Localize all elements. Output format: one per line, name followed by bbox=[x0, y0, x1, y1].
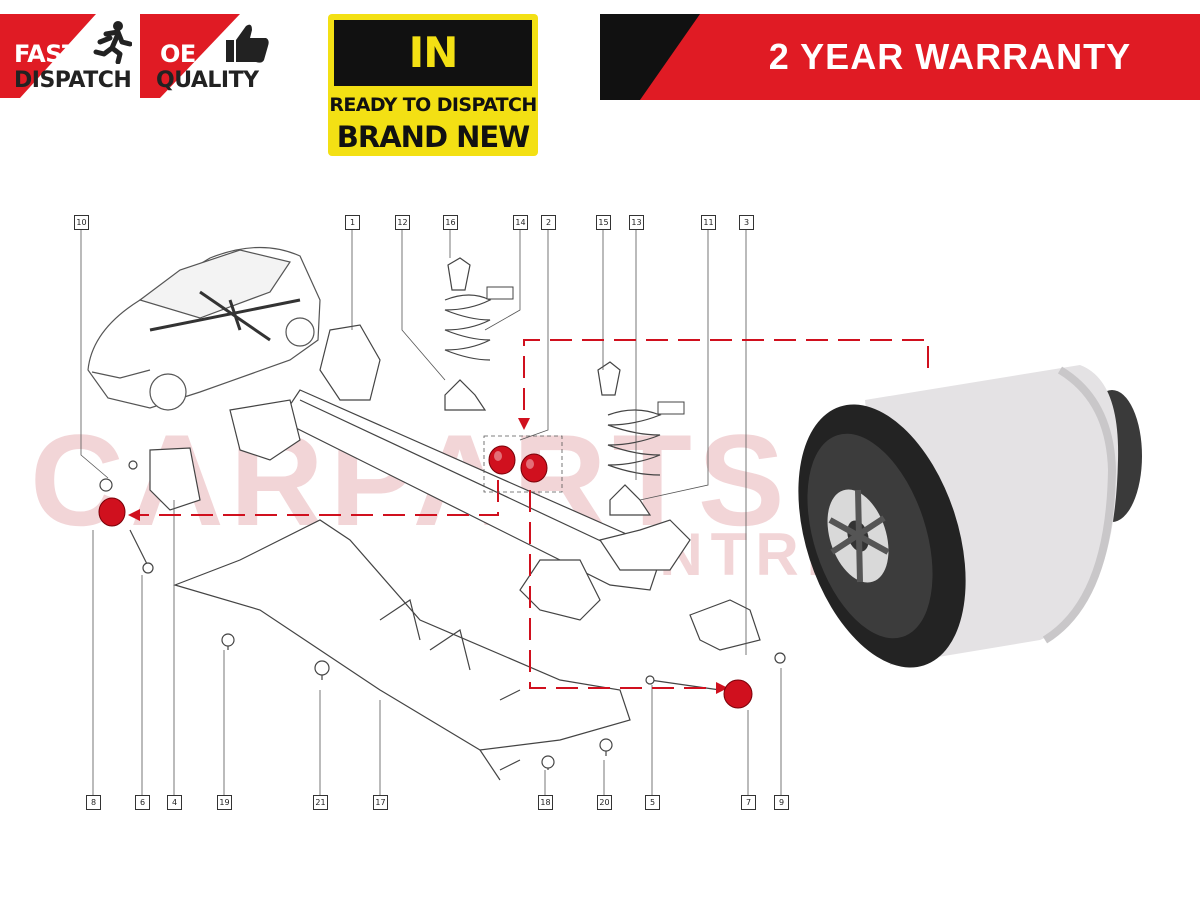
spring-right bbox=[597, 361, 662, 516]
quality-label: QUALITY bbox=[156, 68, 259, 93]
warranty-label: 2 YEAR WARRANTY bbox=[768, 36, 1132, 77]
callout-6: 6 bbox=[135, 795, 150, 810]
callout-10: 10 bbox=[74, 215, 89, 230]
car-illustration bbox=[87, 246, 321, 411]
thumbs-up-icon bbox=[226, 24, 269, 63]
callout-18: 18 bbox=[538, 795, 553, 810]
ref-box bbox=[486, 286, 514, 300]
brand-new-label: BRAND NEW bbox=[336, 120, 530, 154]
callout-4: 4 bbox=[167, 795, 182, 810]
callout-5: 5 bbox=[645, 795, 660, 810]
oe-label: OE bbox=[160, 40, 196, 68]
callout-15: 15 bbox=[596, 215, 611, 230]
callout-17: 17 bbox=[373, 795, 388, 810]
callout-9: 9 bbox=[774, 795, 789, 810]
callout-8: 8 bbox=[86, 795, 101, 810]
ready-to-dispatch-label: READY TO DISPATCH bbox=[329, 94, 537, 116]
callout-21: 21 bbox=[313, 795, 328, 810]
callout-19: 19 bbox=[217, 795, 232, 810]
callout-12: 12 bbox=[395, 215, 410, 230]
leader-lines bbox=[80, 228, 782, 795]
fast-label: FAST bbox=[14, 40, 78, 68]
subframe bbox=[173, 519, 631, 781]
in-stock-badge: IN STOCK READY TO DISPATCH BRAND NEW bbox=[328, 14, 538, 156]
in-stock-label: IN STOCK bbox=[334, 20, 532, 143]
callout-16: 16 bbox=[443, 215, 458, 230]
callout-2: 2 bbox=[541, 215, 556, 230]
callout-1: 1 bbox=[345, 215, 360, 230]
right-bracket bbox=[689, 599, 761, 651]
ref-box bbox=[657, 401, 685, 415]
callout-7: 7 bbox=[741, 795, 756, 810]
spring-left bbox=[444, 257, 492, 411]
callout-14: 14 bbox=[513, 215, 528, 230]
bush-group-outline bbox=[483, 435, 563, 493]
axle-bush-product bbox=[798, 365, 1142, 668]
runner-icon bbox=[93, 21, 132, 64]
arrowheads bbox=[128, 418, 728, 694]
bolts bbox=[99, 460, 786, 770]
callout-13: 13 bbox=[629, 215, 644, 230]
rear-axle-beam bbox=[149, 324, 691, 621]
callout-11: 11 bbox=[701, 215, 716, 230]
callout-3: 3 bbox=[739, 215, 754, 230]
red-bushes bbox=[98, 445, 753, 709]
callout-20: 20 bbox=[597, 795, 612, 810]
dispatch-label: DISPATCH bbox=[14, 68, 132, 93]
